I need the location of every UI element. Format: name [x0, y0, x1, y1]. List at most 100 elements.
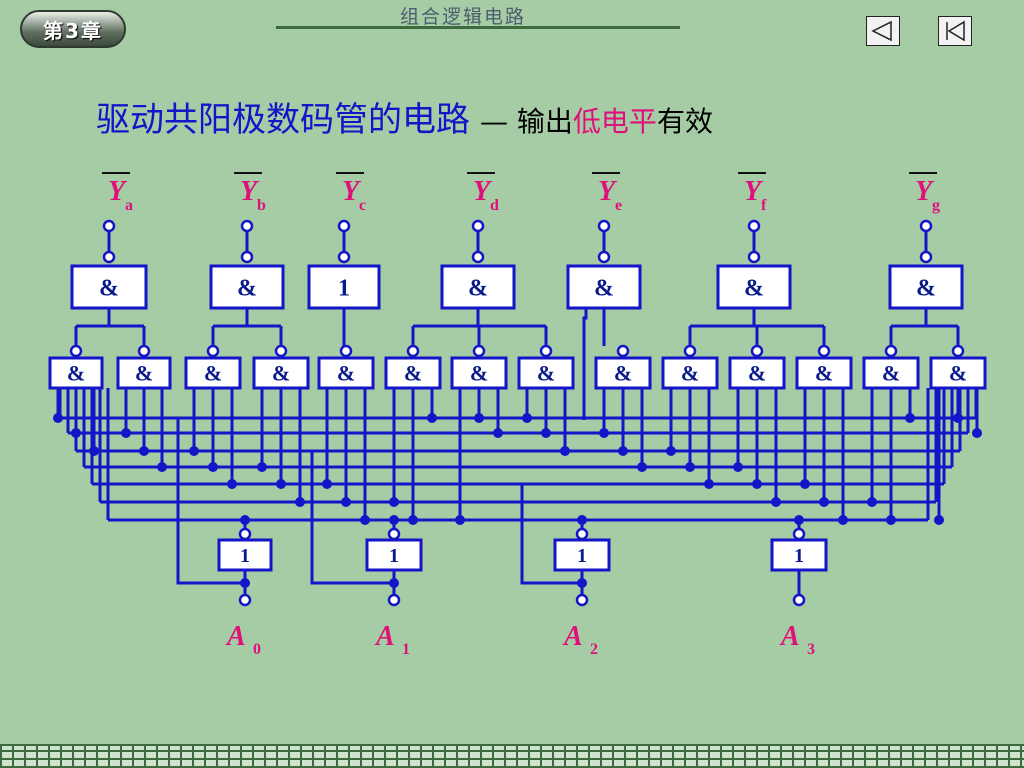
inversion-bubble — [102, 250, 116, 264]
output-gate-a-symbol: & — [99, 275, 119, 301]
slide-topic: 组合逻辑电路 — [400, 6, 527, 28]
junction-dot — [240, 515, 250, 525]
junction-dot — [577, 515, 587, 525]
output-gate-d-box — [440, 264, 516, 310]
inversion-bubble — [597, 219, 611, 233]
input-sub-1: 1 — [402, 641, 410, 658]
output-gate-e-box — [566, 264, 642, 310]
feedback-wire — [176, 418, 245, 585]
prev-slide-button[interactable] — [866, 16, 900, 46]
triangle-left-icon — [871, 20, 892, 42]
and-gate-13-symbol: & — [882, 361, 900, 386]
or-gate-4-symbol: 1 — [794, 545, 804, 567]
output-gate-d-symbol: & — [468, 275, 488, 301]
input-label-3: A — [779, 621, 800, 652]
heading-low-level: 低电平 — [572, 105, 657, 138]
output-sub-a: a — [125, 197, 133, 214]
input-sub-0: 0 — [253, 641, 261, 658]
and-gate-9-symbol: & — [614, 361, 632, 386]
output-label-c: Y — [342, 176, 362, 207]
inversion-bubble — [472, 344, 486, 358]
inversion-bubble — [792, 593, 806, 607]
inversion-bubble — [471, 219, 485, 233]
output-gate-g-symbol: & — [916, 275, 936, 301]
junction-dot — [972, 428, 982, 438]
output-gate-b-symbol: & — [237, 275, 257, 301]
inversion-bubble — [337, 250, 351, 264]
output-sub-c: c — [359, 197, 366, 214]
output-label-f: Y — [744, 176, 764, 207]
inversion-bubble — [387, 527, 401, 541]
heading-output: 输出 — [516, 105, 573, 138]
or-gate-3-box — [553, 538, 611, 572]
and-gate-4-box — [252, 356, 310, 390]
or-gate-2-symbol: 1 — [389, 545, 399, 567]
output-sub-d: d — [490, 197, 499, 214]
output-label-e: Y — [598, 176, 618, 207]
decorative-border — [0, 744, 1024, 768]
and-gate-11-box — [728, 356, 786, 390]
output-gate-e-symbol: & — [594, 275, 614, 301]
inversion-bubble — [597, 250, 611, 264]
junction-dot — [389, 515, 399, 525]
feedback-wire — [520, 484, 582, 585]
junction-dot — [794, 515, 804, 525]
inversion-bubble — [539, 344, 553, 358]
slide-heading: 驱动共阳极数码管的电路 — 输出低电平有效 — [96, 92, 713, 141]
input-label-2: A — [562, 621, 583, 652]
and-gate-14-symbol: & — [949, 361, 967, 386]
output-sub-g: g — [932, 197, 940, 214]
inversion-bubble — [792, 527, 806, 541]
inversion-bubble — [575, 593, 589, 607]
output-label-b: Y — [240, 176, 260, 207]
inversion-bubble — [238, 593, 252, 607]
heading-sub: — 输出低电平有效 — [480, 105, 713, 138]
inversion-bubble — [337, 219, 351, 233]
and-gate-2-symbol: & — [135, 361, 153, 386]
inversion-bubble — [750, 344, 764, 358]
output-label-a: Y — [108, 176, 128, 207]
inversion-bubble — [471, 250, 485, 264]
heading-valid: 有效 — [656, 105, 713, 138]
inversion-bubble — [919, 219, 933, 233]
inversion-bubble — [387, 593, 401, 607]
inversion-bubble — [339, 344, 353, 358]
inversion-bubble — [69, 344, 83, 358]
feedback-wire — [310, 451, 394, 585]
inversion-bubble — [884, 344, 898, 358]
and-gate-6-symbol: & — [404, 361, 422, 386]
and-gate-9-box — [594, 356, 652, 390]
output-gate-c-symbol: 1 — [338, 275, 350, 301]
and-gate-10-box — [661, 356, 719, 390]
input-label-1: A — [374, 621, 395, 652]
input-sub-3: 3 — [807, 641, 815, 658]
and-gate-10-symbol: & — [681, 361, 699, 386]
heading-main: 驱动共阳极数码管的电路 — [96, 100, 470, 140]
and-gate-8-symbol: & — [537, 361, 555, 386]
header-underline — [276, 26, 680, 29]
inversion-bubble — [951, 344, 965, 358]
output-gate-a-box — [70, 264, 148, 310]
and-gate-12-box — [795, 356, 853, 390]
and-gate-3-symbol: & — [204, 361, 222, 386]
output-label-d: Y — [473, 176, 493, 207]
and-gate-6-box — [384, 356, 442, 390]
or-gate-1-symbol: 1 — [240, 545, 250, 567]
output-label-g: Y — [915, 176, 935, 207]
inversion-bubble — [274, 344, 288, 358]
and-gate-7-box — [450, 356, 508, 390]
junction-dot — [934, 515, 944, 525]
output-sub-b: b — [257, 197, 266, 214]
first-slide-button[interactable] — [938, 16, 972, 46]
input-sub-2: 2 — [590, 641, 598, 658]
inversion-bubble — [747, 250, 761, 264]
inversion-bubble — [240, 250, 254, 264]
and-gate-7-symbol: & — [470, 361, 488, 386]
output-sub-f: f — [761, 197, 767, 214]
inversion-bubble — [616, 344, 630, 358]
inversion-bubble — [240, 219, 254, 233]
inversion-bubble — [683, 344, 697, 358]
inversion-bubble — [575, 527, 589, 541]
chapter-badge: 第3章 — [20, 10, 126, 48]
